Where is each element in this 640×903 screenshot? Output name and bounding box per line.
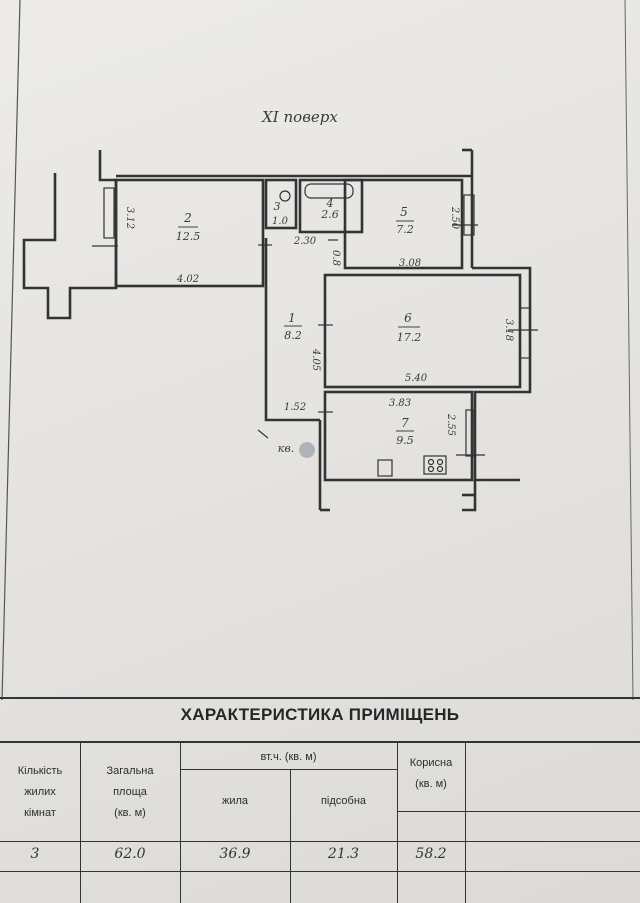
sheet-border-right xyxy=(624,0,634,700)
fixtures xyxy=(279,183,447,477)
dimension: 0.8 xyxy=(330,250,341,266)
rule xyxy=(0,697,640,699)
room-number: 6 xyxy=(404,311,412,325)
table-title: ХАРАКТЕРИСТИКА ПРИМІЩЕНЬ xyxy=(180,705,460,724)
room-labels: 2 12.5 3 1.0 4 2.6 5 7.2 1 8.2 6 17.2 7 … xyxy=(176,197,422,447)
windows xyxy=(103,187,531,457)
value-rooms-count: 3 xyxy=(30,846,40,862)
room-number: 1 xyxy=(288,311,296,325)
rule xyxy=(0,741,640,743)
dimension: 3.83 xyxy=(389,398,411,409)
header-rooms-count: Кількість жилих кімнат xyxy=(17,765,63,819)
dimension: 3.18 xyxy=(503,319,514,341)
room-area: 1.0 xyxy=(272,216,289,227)
dimension: 2.30 xyxy=(293,236,317,247)
door-marks xyxy=(92,224,538,456)
dimension: 5.40 xyxy=(405,373,428,384)
room-area: 17.2 xyxy=(397,331,422,344)
header-incl: вт.ч. (кв. м) xyxy=(260,751,317,763)
room-number: 5 xyxy=(400,205,408,219)
room-area: 9.5 xyxy=(396,434,414,447)
sheet-border-left xyxy=(1,0,21,700)
dimension: 2.50 xyxy=(449,206,460,230)
dimension: 4.02 xyxy=(176,274,199,285)
header-useful: Корисна (кв. м) xyxy=(409,757,453,790)
room-number: 4 xyxy=(326,197,334,210)
header-auxiliary: підсобна xyxy=(320,795,367,807)
dimension: 3.12 xyxy=(124,207,135,229)
dimension-labels: 3.12 4.02 2.30 2.50 3.08 0.8 4.05 5.40 3… xyxy=(124,206,514,436)
dimension: 1.52 xyxy=(284,402,306,413)
room-number: 2 xyxy=(183,211,192,225)
room-area: 8.2 xyxy=(284,329,302,342)
floor-label: ХІ поверх xyxy=(261,108,338,126)
header-living: жила xyxy=(221,795,249,807)
value-living: 36.9 xyxy=(219,846,251,862)
dimension: 3.08 xyxy=(399,258,421,269)
floor-plan: ХІ поверх xyxy=(1,0,634,700)
room-number: 7 xyxy=(401,416,409,430)
dimension: 4.05 xyxy=(310,348,321,371)
room-number: 3 xyxy=(274,200,281,213)
value-useful: 58.2 xyxy=(415,846,447,862)
entrance-label: кв. xyxy=(278,442,294,455)
room-area: 12.5 xyxy=(176,230,201,243)
characteristics-table: ХАРАКТЕРИСТИКА ПРИМІЩЕНЬ Кількість жилих… xyxy=(0,695,640,903)
dimension: 2.55 xyxy=(445,413,456,436)
header-total-area: Загальна площа (кв. м) xyxy=(106,765,154,819)
room-area: 2.6 xyxy=(320,208,339,221)
value-auxiliary: 21.3 xyxy=(327,846,360,862)
value-total-area: 62.0 xyxy=(114,846,146,862)
blurred-mark-icon xyxy=(299,442,315,458)
room-area: 7.2 xyxy=(396,223,414,236)
